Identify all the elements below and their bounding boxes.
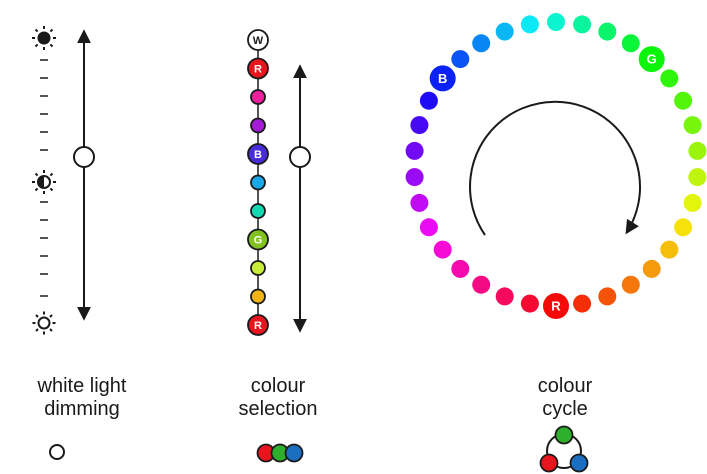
cycle-panel: G R B	[405, 13, 707, 319]
sun-full-icon	[32, 26, 56, 50]
sun-outline-icon	[32, 311, 56, 335]
dimming-caption-line1: white light	[37, 375, 127, 397]
ring-dot-label: R	[551, 299, 561, 314]
selection-panel: W R B G R	[247, 29, 311, 336]
rgb-trio-icon	[256, 443, 304, 463]
ring-dot	[683, 193, 702, 212]
selection-dot[interactable]	[247, 143, 269, 165]
selection-dot[interactable]	[250, 260, 266, 276]
ring-dot	[520, 15, 539, 34]
selection-dot[interactable]	[247, 29, 269, 51]
selection-dot[interactable]	[250, 117, 266, 134]
ring-dot	[472, 34, 491, 53]
ring-dot	[495, 22, 514, 41]
dimming-caption-line2: dimming	[44, 398, 120, 420]
ring-dot-label: B	[438, 71, 447, 86]
ring-dot	[598, 22, 617, 41]
selection-dot-label: B	[254, 149, 262, 161]
ring-dot	[688, 168, 707, 187]
dimming-scale-ticks	[40, 59, 48, 297]
ring-dot	[621, 34, 640, 53]
selection-caption: colour selection	[198, 375, 358, 421]
colour-ring: G R B	[405, 13, 707, 319]
ring-dot	[573, 15, 592, 34]
selection-dot-label: W	[253, 35, 264, 47]
cycle-rotation-arrow	[469, 100, 641, 236]
ring-dot	[405, 141, 424, 160]
ring-dot	[405, 168, 424, 187]
ring-dot	[433, 240, 452, 259]
ring-dot	[683, 116, 702, 135]
selection-slider-knob[interactable]	[289, 146, 311, 168]
sun-half-icon	[32, 170, 56, 194]
ring-dot	[410, 116, 429, 135]
ring-dot-label: G	[647, 52, 657, 67]
dimming-slider-knob[interactable]	[73, 146, 95, 168]
ring-dot	[451, 259, 470, 278]
dimming-caption: white light dimming	[2, 375, 162, 421]
selection-caption-line1: colour	[250, 375, 306, 397]
cycle-caption-line1: colour	[537, 375, 593, 397]
selection-dot-label: R	[254, 320, 262, 332]
ring-dot	[598, 287, 617, 306]
ring-dot	[451, 50, 470, 69]
selection-dot[interactable]	[250, 203, 266, 219]
ring-dot	[660, 240, 679, 259]
ring-dot	[547, 13, 565, 31]
ring-dot	[688, 141, 707, 160]
selection-dot[interactable]	[247, 228, 269, 251]
selection-dot[interactable]	[250, 89, 266, 105]
dimming-panel	[32, 26, 95, 335]
cycle-trio-icon	[539, 425, 589, 473]
ring-dot	[472, 275, 491, 294]
cycle-caption: colour cycle	[485, 375, 645, 421]
ring-dot	[638, 46, 665, 73]
selection-caption-line2: selection	[238, 398, 318, 420]
ring-dot	[429, 65, 456, 92]
selection-dots: W R B G R	[247, 29, 269, 336]
ring-dot	[674, 91, 693, 110]
selection-dot[interactable]	[247, 57, 269, 80]
selection-dot-label: G	[254, 235, 263, 247]
ring-dot	[520, 294, 539, 313]
ring-dot	[419, 218, 438, 237]
ring-dot	[621, 275, 640, 294]
ring-dot	[642, 259, 661, 278]
ring-dot	[660, 69, 679, 88]
selection-dot[interactable]	[250, 174, 266, 191]
ring-dot	[674, 218, 693, 237]
ring-dot	[419, 91, 438, 110]
selection-dot[interactable]	[247, 314, 269, 336]
ring-dot	[410, 193, 429, 212]
ring-dot	[495, 287, 514, 306]
cycle-caption-line2: cycle	[542, 398, 588, 420]
selection-dot-label: R	[254, 64, 262, 76]
ring-dot	[573, 294, 592, 313]
ring-dot	[543, 293, 569, 319]
white-light-icon	[49, 444, 65, 460]
selection-dot[interactable]	[250, 288, 266, 305]
